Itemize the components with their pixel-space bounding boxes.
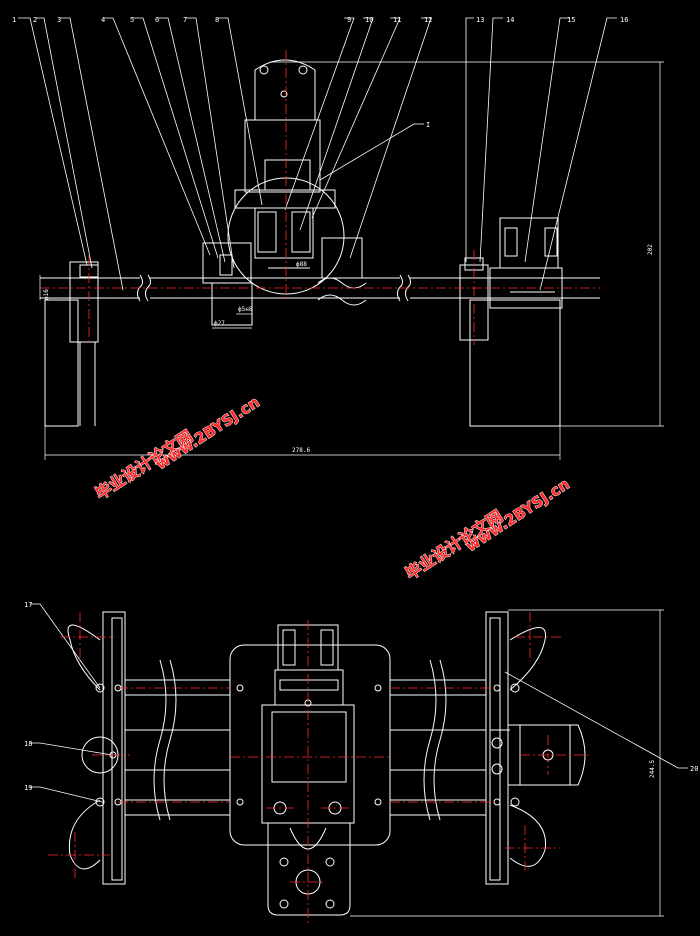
top-view xyxy=(18,17,664,460)
watermark-1: 毕业设计论文网 www.2BYSJ.cn xyxy=(91,393,263,504)
callout-17: 17 xyxy=(24,601,32,609)
callout-9: 9 xyxy=(347,16,351,24)
callout-6: 6 xyxy=(155,16,159,24)
callout-leaders xyxy=(18,17,617,291)
top-dimensions: 278.6 202 ф16 ф27 ф5н8 ф88 xyxy=(43,244,654,454)
dim-height: 202 xyxy=(647,244,654,255)
callout-10: 10 xyxy=(365,16,373,24)
bottom-callouts: 17 18 19 20 244.5 xyxy=(24,601,698,792)
watermark-2: 毕业设计论文网 www.2BYSJ.cn xyxy=(401,475,573,584)
top-centerlines xyxy=(40,50,600,345)
callout-7: 7 xyxy=(183,16,187,24)
bottom-centerlines xyxy=(48,612,590,925)
callout-20: 20 xyxy=(690,765,698,773)
callout-4: 4 xyxy=(101,16,105,24)
callout-5: 5 xyxy=(130,16,134,24)
callout-14: 14 xyxy=(506,16,514,24)
watermark-2-cn: 毕业设计论文网 xyxy=(402,506,506,583)
detail-label: I xyxy=(426,121,430,129)
callout-16: 16 xyxy=(620,16,628,24)
callout-8: 8 xyxy=(215,16,219,24)
callout-18: 18 xyxy=(24,740,32,748)
bottom-callout-leaders xyxy=(30,603,688,803)
callout-19: 19 xyxy=(24,784,32,792)
watermark-1-url: www.2BYSJ.cn xyxy=(152,393,262,473)
dim-rod-dia: ф16 xyxy=(43,289,50,300)
watermark-1-cn: 毕业设计论文网 xyxy=(92,426,196,503)
callout-15: 15 xyxy=(567,16,575,24)
callout-1: 1 xyxy=(12,16,16,24)
dim-motor-dia: ф88 xyxy=(296,261,307,268)
callout-12: 12 xyxy=(424,16,432,24)
bottom-view xyxy=(30,603,688,917)
callout-3: 3 xyxy=(57,16,61,24)
dim-bushing-dia: ф5н8 xyxy=(238,306,253,313)
dim-bottom-height: 244.5 xyxy=(649,760,656,778)
dim-bolt-dia: ф27 xyxy=(214,320,225,327)
callout-2: 2 xyxy=(33,16,37,24)
watermark-2-url: www.2BYSJ.cn xyxy=(462,475,572,555)
top-callouts: 1 2 3 4 5 6 7 8 9 10 11 12 13 14 15 16 I xyxy=(12,16,628,129)
callout-11: 11 xyxy=(393,16,401,24)
callout-13: 13 xyxy=(476,16,484,24)
dim-total-width: 278.6 xyxy=(292,447,310,454)
